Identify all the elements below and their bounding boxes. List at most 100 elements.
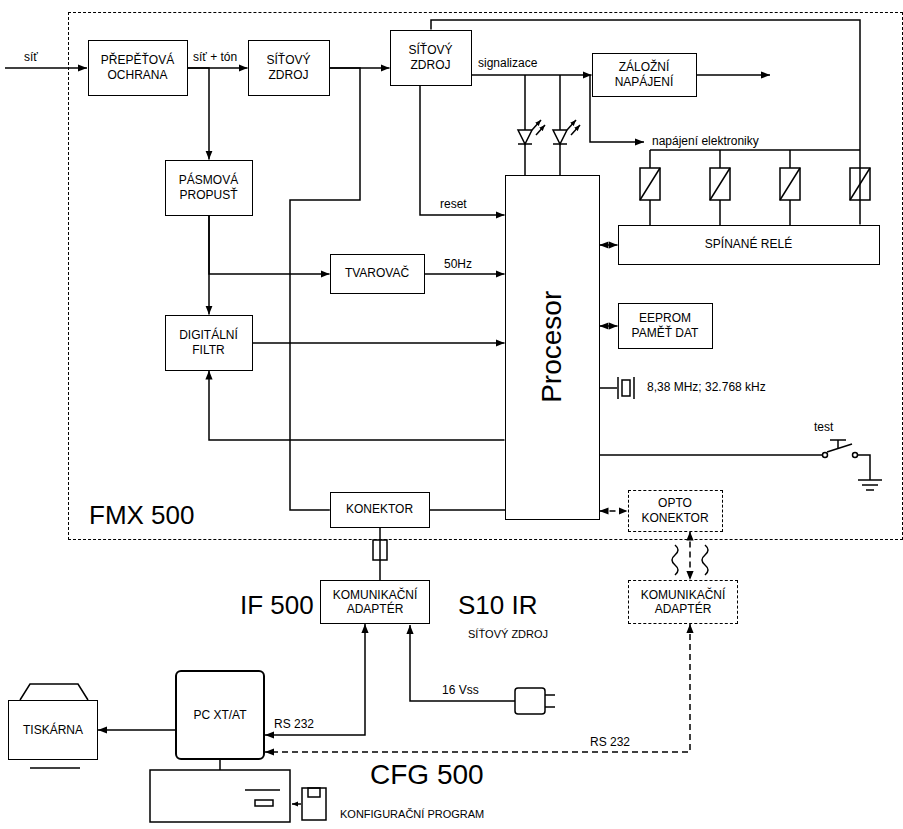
connector-label: síť + tón — [191, 50, 239, 64]
led-indicator-stroke — [536, 125, 545, 135]
box-label: SÍŤOVÝ ZDROJ — [255, 53, 323, 82]
block-box: PC XT/AT — [175, 670, 265, 760]
connector-label: signalizace — [476, 56, 539, 70]
connector-label: RS 232 — [588, 735, 632, 749]
annotation-label: SÍŤOVÝ ZDROJ — [466, 628, 550, 641]
connector-label: reset — [438, 197, 469, 211]
led-indicator-stroke — [571, 125, 580, 135]
annotation-label: CFG 500 — [368, 758, 486, 792]
computer-base-stroke — [219, 760, 221, 770]
box-label: ZÁLOŽNÍ NAPÁJENÍ — [599, 60, 690, 89]
signal-connector — [379, 528, 381, 581]
box-label: TVAROVAČ — [345, 266, 409, 280]
infrared-waves-stroke — [702, 545, 708, 575]
block-box: KONEKTOR — [330, 492, 430, 528]
signal-connector — [425, 273, 505, 275]
crystal-symbol-stroke — [600, 387, 617, 389]
annotation-label: test — [812, 420, 835, 434]
box-label: KONEKTOR — [346, 502, 413, 516]
block-box: KOMUNIKAČNÍ ADAPTÉR — [628, 580, 738, 624]
computer-base — [150, 760, 290, 822]
signal-connector — [431, 20, 860, 225]
block-box: DIGITÁLNÍ FILTR — [165, 315, 253, 371]
crystal-symbol-stroke — [617, 377, 619, 399]
signal-connector — [209, 371, 505, 441]
floppy-disk-stroke — [292, 803, 301, 805]
block-box: TVAROVAČ — [330, 254, 425, 294]
box-label: EEPROM PAMĚŤ DAT — [625, 311, 706, 340]
block-box: Procesor — [505, 175, 600, 520]
block-box: ZÁLOŽNÍ NAPÁJENÍ — [592, 53, 697, 97]
led-indicator — [553, 75, 580, 175]
printer-paper-stroke — [30, 767, 80, 769]
test-switch-stroke — [827, 444, 852, 452]
test-switch-stroke — [866, 489, 874, 491]
test-switch-stroke — [823, 453, 828, 458]
block-box: SPÍNANÉ RELÉ — [618, 225, 880, 265]
test-switch-stroke — [600, 454, 822, 456]
box-label: KOMUNIKAČNÍ ADAPTÉR — [327, 588, 423, 617]
wall-power-supply-stroke — [545, 706, 555, 708]
relay-coil-bus-stroke — [650, 149, 860, 151]
mains-input-wire-stroke — [5, 67, 87, 69]
annotation-label: 16 Vss — [440, 683, 481, 697]
annotation-label: 8,38 MHz; 32.768 kHz — [645, 380, 768, 394]
signal-connector — [420, 86, 505, 216]
box-label: KOMUNIKAČNÍ ADAPTÉR — [635, 588, 731, 617]
test-switch-stroke — [862, 484, 878, 486]
annotation-label: síť — [22, 50, 40, 64]
computer-base-stroke — [150, 770, 290, 822]
block-box: KOMUNIKAČNÍ ADAPTÉR — [320, 580, 430, 624]
relay-coil-stroke — [710, 168, 730, 200]
infrared-waves-stroke — [672, 545, 678, 575]
signal-connector — [208, 216, 210, 315]
floppy-disk-stroke — [308, 788, 320, 797]
led-indicator-stroke — [559, 75, 561, 175]
test-switch-stroke — [853, 453, 858, 458]
signal-connector — [600, 325, 618, 327]
box-label: DIGITÁLNÍ FILTR — [172, 328, 246, 357]
signal-connector — [98, 729, 175, 731]
annotation-label: S10 IR — [456, 590, 540, 621]
block-box: TISKÁRNA — [8, 700, 98, 760]
crystal-symbol-stroke — [622, 380, 630, 396]
block-box: EEPROM PAMĚŤ DAT — [618, 303, 713, 349]
crystal-symbol — [600, 377, 634, 399]
block-box: SÍŤOVÝ ZDROJ — [248, 40, 330, 96]
relay-coil — [640, 150, 870, 225]
block-box: OPTO KONEKTOR — [628, 490, 723, 532]
wall-power-supply-stroke — [515, 688, 545, 714]
block-box: SÍŤOVÝ ZDROJ — [390, 30, 472, 86]
box-label: OPTO KONEKTOR — [635, 496, 716, 525]
box-label: SPÍNANÉ RELÉ — [705, 237, 792, 251]
wall-power-supply — [410, 625, 555, 714]
crystal-symbol-stroke — [633, 377, 635, 399]
led-indicator-stroke — [524, 75, 526, 175]
relay-coil-stroke — [780, 168, 800, 200]
test-switch-stroke — [858, 479, 882, 481]
led-indicator-stroke — [567, 120, 576, 130]
signal-connector — [265, 624, 690, 752]
box-label: TISKÁRNA — [23, 723, 83, 737]
led-indicator-stroke — [553, 143, 567, 145]
relay-coil-stroke — [780, 168, 800, 200]
annotation-label: KONFIGURAČNÍ PROGRAM — [338, 808, 486, 821]
connector-label: RS 232 — [272, 717, 316, 731]
test-switch-stroke — [858, 455, 870, 480]
led-indicator-stroke — [532, 120, 541, 130]
computer-base-stroke — [255, 800, 273, 806]
led-indicator-stroke — [553, 130, 567, 144]
box-label: Procesor — [535, 291, 569, 403]
block-box: PÁSMOVÁ PROPUSŤ — [165, 160, 253, 216]
computer-base-stroke — [245, 789, 280, 791]
box-label: PŘEPĚŤOVÁ OCHRANA — [95, 53, 181, 82]
relay-coil-stroke — [640, 168, 660, 200]
relay-coil-stroke — [710, 168, 730, 200]
led-indicator-stroke — [518, 143, 532, 145]
relay-coil-stroke — [640, 168, 660, 200]
led-indicator-stroke — [518, 130, 532, 144]
